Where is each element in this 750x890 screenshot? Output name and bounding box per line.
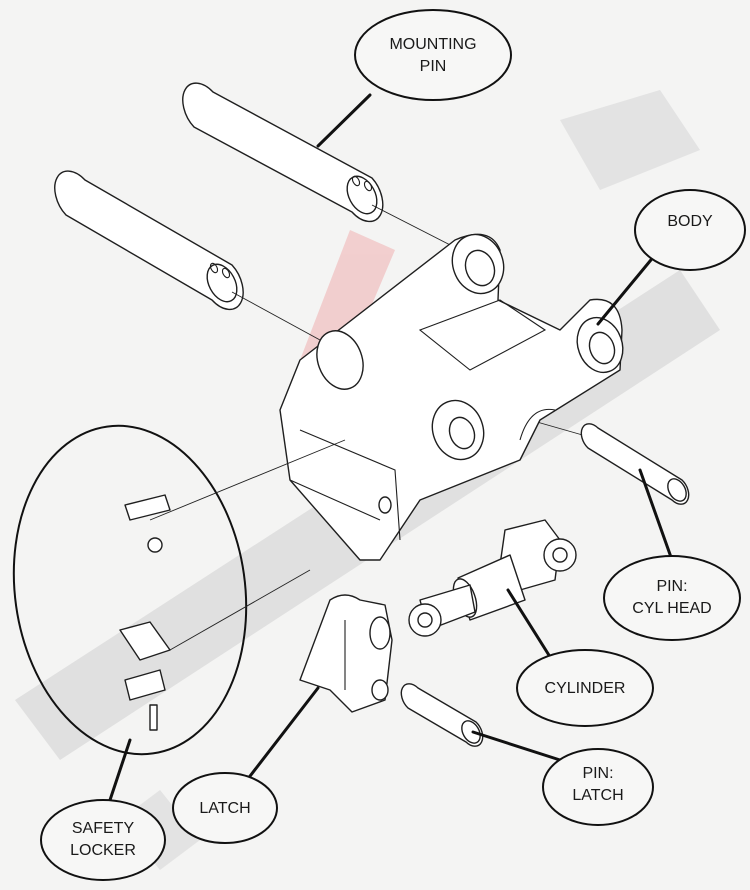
callout-body: BODY: [634, 189, 746, 271]
callout-pin-latch-line2: LATCH: [572, 787, 623, 804]
callout-safety-locker: SAFETY LOCKER: [40, 799, 166, 881]
callout-safety-locker-line1: SAFETY: [72, 820, 135, 837]
callout-pin-latch: PIN: LATCH: [542, 748, 654, 826]
callout-latch-line1: LATCH: [199, 800, 250, 817]
callout-safety-locker-line2: LOCKER: [70, 842, 136, 859]
callout-latch: LATCH: [172, 772, 278, 844]
safety-locker-group: [12, 424, 346, 756]
callout-cylinder-line1: CYLINDER: [545, 680, 626, 697]
safety-locker-ellipse: [12, 424, 248, 756]
leader-safety-locker: [108, 738, 132, 802]
callout-pin-latch-line1: PIN:: [582, 765, 613, 782]
leader-latch: [245, 686, 320, 782]
mounting-pin-lower: [54, 170, 244, 311]
callout-body-line1: BODY: [667, 213, 713, 230]
callout-pin-cyl-head: PIN: CYL HEAD: [603, 555, 741, 641]
callout-pin-cyl-head-line1: PIN:: [656, 578, 687, 595]
pin-cyl-head-part: [580, 423, 690, 505]
body-part: [279, 233, 624, 561]
leader-pin-cyl-head: [638, 468, 674, 562]
leader-cylinder: [506, 588, 554, 662]
callout-pin-cyl-head-line2: CYL HEAD: [632, 600, 711, 617]
leader-pin-latch: [471, 730, 562, 762]
pin-latch-part: [400, 683, 484, 747]
callout-mounting-pin-line1: MOUNTING: [389, 36, 476, 53]
leader-mounting-pin: [316, 93, 372, 148]
callout-mounting-pin: MOUNTING PIN: [354, 9, 512, 101]
cylinder-part: [408, 519, 577, 637]
callout-mounting-pin-line2: PIN: [420, 58, 447, 75]
alignment-line: [231, 291, 321, 341]
latch-part: [299, 594, 393, 713]
mounting-pin-upper: [182, 82, 384, 223]
watermark-stroke-3: [560, 90, 700, 190]
leader-body: [596, 253, 657, 326]
alignment-line: [371, 204, 461, 251]
callout-cylinder: CYLINDER: [516, 649, 654, 727]
